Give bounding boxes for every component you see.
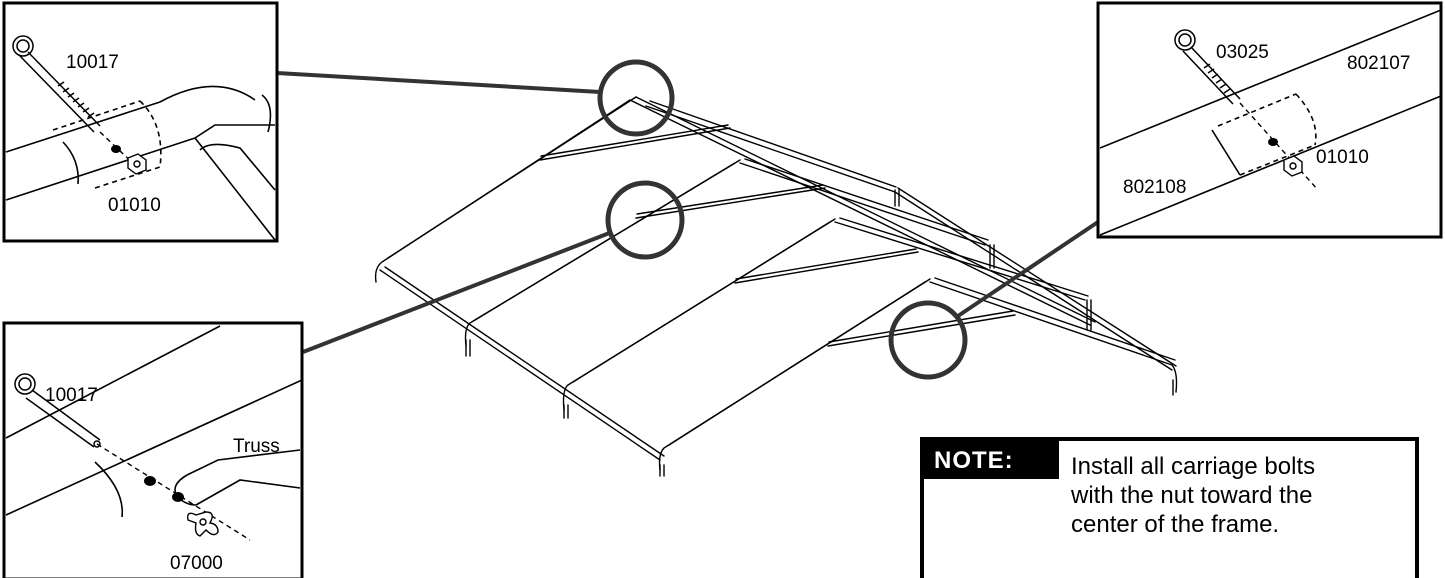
note-box: NOTE: Install all carriage bolts with th… <box>920 437 1419 578</box>
note-line-2: with the nut toward the <box>1070 482 1312 509</box>
detail-top-right: 03025 802107 802108 01010 <box>1096 1 1443 239</box>
note-line-1: Install all carriage bolts <box>1071 453 1315 480</box>
nut-part-number: 01010 <box>108 195 161 216</box>
hex-nut-icon <box>1283 155 1303 177</box>
bolt-part-number: 03025 <box>1216 42 1269 63</box>
upper-pipe-part-number: 802107 <box>1347 53 1410 74</box>
callout-circle-rafter <box>605 180 685 260</box>
callout-circle-ridge <box>597 59 675 137</box>
bolt-part-number: 10017 <box>66 52 119 73</box>
hex-nut-icon <box>127 153 147 175</box>
leader-lines <box>276 71 1100 354</box>
carriage-bolt-icon <box>1174 29 1241 105</box>
callout-circle-truss <box>888 300 968 380</box>
wingnut-part-number: 07000 <box>170 553 223 574</box>
wing-nut-icon <box>186 511 219 537</box>
carriage-bolt-icon <box>14 373 101 448</box>
canopy-frame <box>374 96 1178 477</box>
detail-bottom-left: 10017 Truss 07000 <box>2 321 304 578</box>
note-line-3: center of the frame. <box>1071 511 1279 538</box>
lower-pipe-part-number: 802108 <box>1123 177 1186 198</box>
carriage-bolt-icon <box>12 35 101 133</box>
bolt-part-number: 10017 <box>45 385 98 406</box>
truss-label: Truss <box>233 436 280 457</box>
callout-circles <box>597 59 968 380</box>
note-heading: NOTE: <box>934 447 1014 474</box>
nut-part-number: 01010 <box>1316 147 1369 168</box>
detail-top-left: 10017 01010 <box>2 1 279 243</box>
